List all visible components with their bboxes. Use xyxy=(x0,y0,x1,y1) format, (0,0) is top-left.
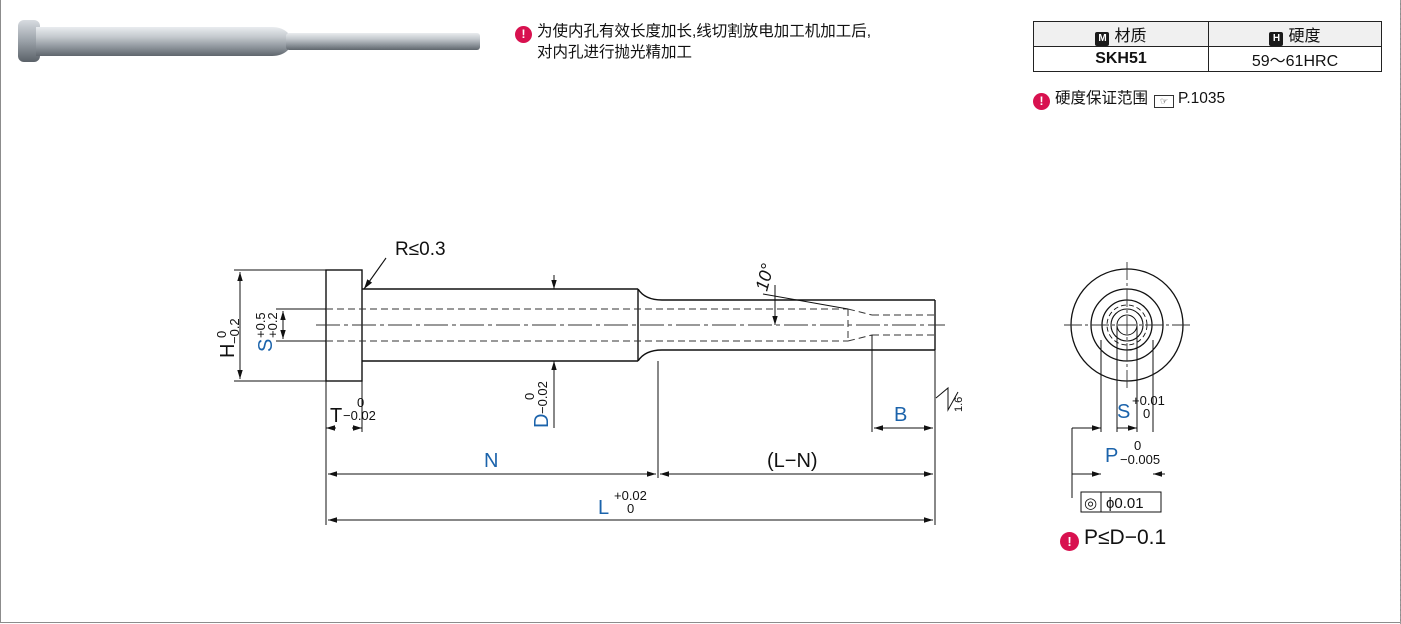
radius-leader xyxy=(363,257,387,290)
hardness-range-note: ! 硬度保证范围 ☞P.1035 xyxy=(1033,86,1225,110)
hardness-range-text: 硬度保证范围 xyxy=(1055,90,1149,107)
s-label: S xyxy=(255,339,277,352)
n-dimension xyxy=(328,361,933,478)
l-tol-bottom: 0 xyxy=(627,501,634,516)
photo-body xyxy=(36,27,272,56)
t-tol-bottom: −0.02 xyxy=(343,408,376,423)
concentricity-value: ϕ0.01 xyxy=(1106,495,1144,512)
angle-label: 10° xyxy=(752,262,778,293)
hardness-range-page-ref: P.1035 xyxy=(1178,90,1226,107)
end-view-bore-circle xyxy=(1110,308,1144,342)
end-s-tol-top: +0.01 xyxy=(1132,393,1165,408)
angle-leader xyxy=(762,293,849,310)
s-label-group: S +0.5 +0.2 xyxy=(253,312,280,352)
p-d-relation-text: P≤D−0.1 xyxy=(1084,526,1167,549)
h-label-group: H 0 −0.2 xyxy=(214,318,242,358)
h-label: H xyxy=(217,344,239,358)
end-s-label: S xyxy=(1117,401,1130,423)
p-d-relation-note: ! P≤D−0.1 xyxy=(1060,526,1166,551)
end-p-label: P xyxy=(1105,445,1118,467)
material-value: SKH51 xyxy=(1033,46,1209,72)
hardness-header: 硬度 xyxy=(1288,28,1321,45)
table-row: SKH51 59～61HRC xyxy=(1033,46,1382,72)
d-label: D xyxy=(531,414,553,428)
side-view xyxy=(325,269,936,382)
end-s-tol-bottom: 0 xyxy=(1143,406,1150,421)
tip-top-edge xyxy=(637,288,935,301)
surface-roughness-symbol xyxy=(935,386,959,412)
table-header-row: M 材质 H 硬度 xyxy=(1033,21,1382,47)
b-dimension xyxy=(871,335,936,525)
roughness-value: 1.6 xyxy=(953,397,965,412)
l-tol-top: +0.02 xyxy=(614,488,647,503)
warning-icon: ! xyxy=(515,26,532,43)
h-tol-bottom: −0.2 xyxy=(227,318,242,344)
tip-bottom-edge xyxy=(637,349,935,362)
photo-head xyxy=(18,20,40,62)
d-label-group: D 0 −0.02 xyxy=(522,381,553,428)
material-header-cell: M 材质 xyxy=(1033,21,1209,47)
product-photo xyxy=(18,20,480,62)
s-tol-bottom: +0.2 xyxy=(265,312,280,338)
concentricity-frame: ◎ ϕ0.01 xyxy=(1080,491,1162,513)
warning-icon: ! xyxy=(1033,93,1050,110)
end-view-center-lines xyxy=(1064,262,1190,388)
photo-taper xyxy=(272,27,288,56)
hardness-value: 59～61HRC xyxy=(1208,46,1382,72)
processing-note-line-2: 对内孔进行抛光精加工 xyxy=(537,44,693,61)
end-p-tol-top: 0 xyxy=(1134,438,1141,453)
photo-tip xyxy=(286,33,480,50)
s-dimension xyxy=(276,308,326,342)
concentricity-icon: ◎ xyxy=(1084,495,1097,512)
d-tol-top: 0 xyxy=(522,393,537,400)
t-label: T xyxy=(330,405,342,427)
material-header: 材质 xyxy=(1114,28,1147,45)
warning-icon: ! xyxy=(1060,532,1079,551)
material-hardness-table: M 材质 H 硬度 SKH51 59～61HRC xyxy=(1033,21,1382,72)
t-dimension xyxy=(325,381,363,525)
n-label: N xyxy=(484,450,498,472)
processing-note: ! 为使内孔有效长度加长,线切割放电加工机加工后, 对内孔进行抛光精加工 xyxy=(515,22,871,63)
page-reference-icon: ☞ xyxy=(1154,95,1175,108)
radius-label: R≤0.3 xyxy=(395,239,446,260)
l-minus-n-label: (L−N) xyxy=(767,450,818,472)
h-dimension xyxy=(234,269,326,382)
b-label: B xyxy=(894,404,907,426)
l-label: L xyxy=(598,497,609,519)
processing-note-line-1: 为使内孔有效长度加长,线切割放电加工机加工后, xyxy=(537,23,872,40)
head-outline xyxy=(325,269,363,382)
end-view-dimensions xyxy=(1071,325,1165,498)
material-icon: M xyxy=(1095,32,1110,46)
d-tol-bottom: −0.02 xyxy=(535,381,550,414)
h-tol-top: 0 xyxy=(214,331,229,338)
end-p-tol-bottom: −0.005 xyxy=(1120,452,1160,467)
s-tol-top: +0.5 xyxy=(253,312,268,338)
hardness-icon: H xyxy=(1269,32,1284,46)
t-tol-top: 0 xyxy=(357,395,364,410)
